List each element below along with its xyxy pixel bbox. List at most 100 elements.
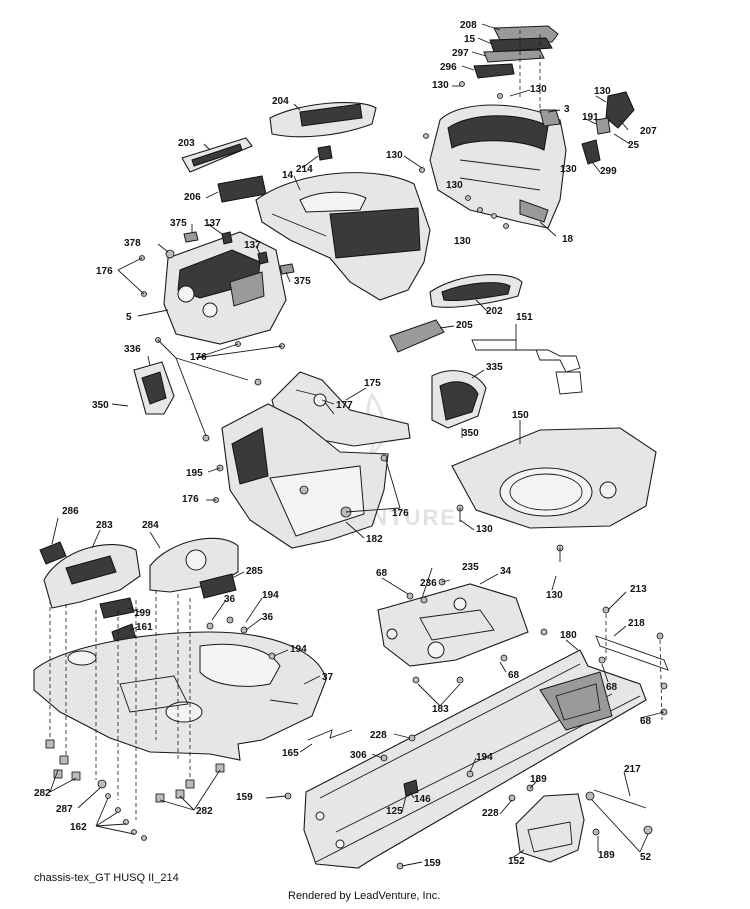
part-label: 150 [512, 410, 529, 421]
part-label: 130 [386, 150, 403, 161]
diagram-caption: chassis-tex_GT HUSQ II_214 [34, 872, 179, 884]
part-label: 194 [262, 590, 279, 601]
part-191-clip [595, 117, 611, 135]
part-146-clip [403, 779, 419, 797]
part-label: 282 [196, 806, 213, 817]
part-label: 306 [350, 750, 367, 761]
part-label: 176 [190, 352, 207, 363]
part-label: 217 [624, 764, 641, 775]
leader-lines [49, 23, 665, 867]
part-label: 378 [124, 238, 141, 249]
part-label: 203 [178, 138, 195, 149]
part-label: 36 [262, 612, 274, 623]
part-label: 189 [530, 774, 547, 785]
part-299-lamp [581, 139, 601, 165]
part-label: 199 [134, 608, 151, 619]
part-285-guard [199, 573, 237, 599]
part-label: 285 [246, 566, 263, 577]
part-label: 296 [440, 62, 457, 73]
part-15-headlight-strip [489, 37, 553, 53]
part-label: 299 [600, 166, 617, 177]
part-label: 208 [460, 20, 477, 31]
part-label: 137 [204, 218, 221, 229]
part-137-clip [221, 231, 269, 265]
part-label: 205 [456, 320, 473, 331]
part-label: 146 [414, 794, 431, 805]
part-label: 176 [392, 508, 409, 519]
part-label: 283 [96, 520, 113, 531]
part-label: 161 [136, 622, 153, 633]
part-label: 177 [336, 400, 353, 411]
part-5-dash-panel [163, 231, 287, 345]
part-label: 3 [564, 104, 570, 115]
part-152-seat-bracket [515, 793, 585, 863]
part-label: 189 [598, 850, 615, 861]
part-34-plate [377, 583, 529, 667]
part-165-rod [307, 729, 353, 741]
part-label: 159 [424, 858, 441, 869]
part-286-knob [39, 541, 67, 565]
part-label: 165 [282, 748, 299, 759]
part-label: 130 [530, 84, 547, 95]
part-375-cap [183, 231, 295, 275]
part-label: 34 [500, 566, 512, 577]
part-label: 214 [296, 164, 313, 175]
part-204-hood-top [269, 101, 377, 138]
part-14-hood [255, 172, 431, 301]
part-label: 286 [62, 506, 79, 517]
part-label: 130 [546, 590, 563, 601]
part-207-light-bracket [605, 91, 635, 129]
part-label: 18 [562, 234, 574, 245]
part-label: 228 [482, 808, 499, 819]
part-label: 176 [182, 494, 199, 505]
part-label: 194 [290, 644, 307, 655]
part-label: 152 [508, 856, 525, 867]
part-label: 284 [142, 520, 159, 531]
part-label: 375 [170, 218, 187, 229]
part-label: 375 [294, 276, 311, 287]
part-label: 130 [594, 86, 611, 97]
part-336-cover [133, 361, 175, 415]
part-label: 297 [452, 48, 469, 59]
part-label: 14 [282, 170, 294, 181]
part-label: 151 [516, 312, 533, 323]
part-label: 68 [606, 682, 618, 693]
part-label: 204 [272, 96, 289, 107]
part-label: 350 [92, 400, 109, 411]
part-202-grille [429, 274, 523, 308]
part-label: 206 [184, 192, 201, 203]
part-label: 162 [70, 822, 87, 833]
part-297-lens [483, 49, 545, 63]
part-282-grommets-right [155, 763, 225, 803]
part-label: 202 [486, 306, 503, 317]
part-283-fender-left [43, 544, 141, 609]
part-296-bracket [473, 63, 515, 79]
part-label: 130 [560, 164, 577, 175]
part-label: 194 [476, 752, 493, 763]
part-label: 195 [186, 468, 203, 479]
part-282-grommets-left [45, 739, 81, 781]
part-label: 159 [236, 792, 253, 803]
part-label: 228 [370, 730, 387, 741]
part-label: 37 [322, 672, 334, 683]
part-label: 52 [640, 852, 652, 863]
part-3-side-plate [539, 109, 561, 127]
part-label: 130 [476, 524, 493, 535]
part-203-dash-trim [181, 137, 253, 173]
part-label: 176 [96, 266, 113, 277]
part-287-washer [97, 779, 107, 789]
part-label: 236 [420, 578, 437, 589]
render-credit: Rendered by LeadVenture, Inc. [288, 890, 441, 902]
part-label: 335 [486, 362, 503, 373]
part-label: 125 [386, 806, 403, 817]
part-label: 191 [582, 112, 599, 123]
part-label: 183 [432, 704, 449, 715]
part-label: 336 [124, 344, 141, 355]
part-205-trim [389, 319, 445, 353]
part-label: 175 [364, 378, 381, 389]
part-label: 282 [34, 788, 51, 799]
part-180-frame [303, 649, 647, 869]
part-52-nuts [585, 791, 653, 835]
part-label: 68 [508, 670, 520, 681]
